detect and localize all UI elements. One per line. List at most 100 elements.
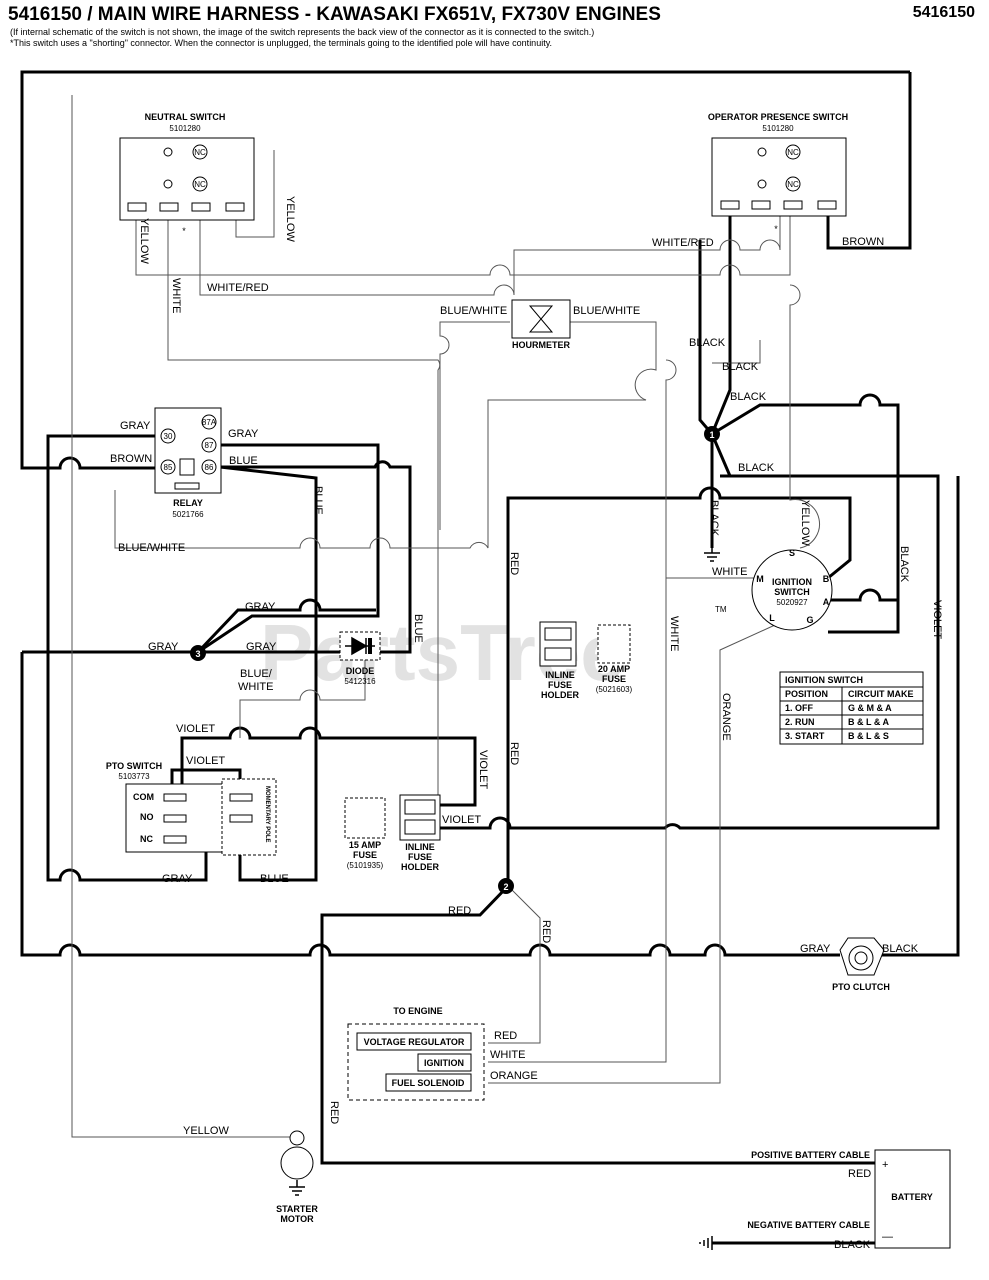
svg-text:WHITE: WHITE [238, 681, 273, 693]
svg-text:VIOLET: VIOLET [477, 750, 489, 789]
neutral-switch-label: NEUTRAL SWITCH [145, 112, 226, 122]
svg-text:COM: COM [133, 792, 154, 802]
operator-switch-label: OPERATOR PRESENCE SWITCH [708, 112, 848, 122]
relay-pin-87a: 87A [202, 418, 217, 427]
svg-text:VIOLET: VIOLET [931, 600, 943, 639]
svg-text:RED: RED [508, 742, 520, 765]
ignition-switch-body [751, 549, 833, 631]
relay-coil [179, 458, 195, 476]
svg-text:15 AMP: 15 AMP [349, 840, 381, 850]
negative-cable-label: NEGATIVE BATTERY CABLE [747, 1220, 870, 1230]
voltage-regulator: VOLTAGE REGULATOR [364, 1037, 465, 1047]
svg-text:GRAY: GRAY [148, 641, 179, 653]
fuse-holder-15a: 15 AMP FUSE (5101935) INLINE FUSE HOLDER [344, 794, 441, 872]
svg-text:BLACK: BLACK [708, 500, 720, 537]
svg-text:ORANGE: ORANGE [720, 693, 732, 741]
nc-label: NC [787, 148, 799, 157]
ignition-switch-label: IGNITION [772, 577, 812, 587]
trademark-mark: TM [715, 605, 727, 614]
to-engine: TO ENGINE VOLTAGE REGULATOR IGNITION FUE… [347, 1006, 485, 1101]
svg-text:GRAY: GRAY [228, 428, 259, 440]
table-cell: B & L & S [848, 731, 889, 741]
svg-text:BLACK: BLACK [834, 1239, 871, 1251]
svg-text:BLUE: BLUE [312, 486, 324, 515]
shorting-marker: * [182, 226, 186, 236]
svg-text:WHITE/RED: WHITE/RED [652, 237, 714, 249]
svg-text:BLUE: BLUE [412, 614, 424, 643]
svg-text:YELLOW: YELLOW [183, 1125, 229, 1137]
svg-text:2: 2 [503, 882, 508, 892]
relay-pin-30: 30 [164, 432, 173, 441]
pto-switch-part: 5103773 [118, 772, 150, 781]
fuel-solenoid: FUEL SOLENOID [392, 1078, 465, 1088]
diode-icon [345, 636, 375, 656]
svg-text:STARTER: STARTER [276, 1204, 318, 1214]
fuse-20a [597, 624, 631, 664]
svg-text:WHITE: WHITE [170, 278, 182, 313]
svg-text:WHITE: WHITE [668, 616, 680, 651]
svg-text:BLUE/WHITE: BLUE/WHITE [573, 305, 640, 317]
neutral-switch: NEUTRAL SWITCH 5101280 NC NC * [119, 112, 255, 236]
svg-text:INLINE: INLINE [545, 670, 575, 680]
svg-text:BLACK: BLACK [722, 361, 759, 373]
svg-text:20 AMP: 20 AMP [598, 664, 630, 674]
fuse-15a [344, 797, 386, 839]
svg-text:3: 3 [195, 649, 200, 659]
svg-text:FUSE: FUSE [353, 850, 377, 860]
pin-m: M [756, 574, 764, 584]
svg-text:MOTOR: MOTOR [280, 1214, 314, 1224]
svg-text:BLACK: BLACK [689, 337, 726, 349]
relay: 30 87A 87 85 86 RELAY 5021766 [154, 407, 222, 519]
svg-text:BROWN: BROWN [842, 236, 884, 248]
svg-text:RED: RED [328, 1101, 340, 1124]
svg-text:INLINE: INLINE [405, 842, 435, 852]
pto-switch: PTO SWITCH 5103773 COM NO NC MOMENTARY P… [106, 761, 277, 856]
thick-wires [20, 70, 960, 1245]
diode-part: 5412316 [344, 677, 376, 686]
svg-text:(5021603): (5021603) [596, 685, 633, 694]
ignition-switch-label-2: SWITCH [774, 587, 810, 597]
battery: BATTERY + — POSITIVE BATTERY CABLE NEGAT… [699, 1149, 951, 1250]
to-engine-title: TO ENGINE [393, 1006, 442, 1016]
ignition-module: IGNITION [424, 1058, 464, 1068]
svg-text:GRAY: GRAY [800, 943, 831, 955]
splice-2 [498, 878, 514, 894]
svg-text:—: — [882, 1231, 893, 1243]
svg-text:BLUE: BLUE [229, 455, 258, 467]
neutral-switch-contact [163, 179, 173, 189]
fuse-holder-20a: INLINE FUSE HOLDER 20 AMP FUSE (5021603) [539, 621, 633, 700]
svg-text:+: + [882, 1159, 888, 1171]
svg-text:BLACK: BLACK [730, 391, 767, 403]
svg-text:HOLDER: HOLDER [541, 690, 580, 700]
svg-text:YELLOW: YELLOW [138, 218, 150, 264]
svg-text:FUSE: FUSE [602, 674, 626, 684]
svg-text:FUSE: FUSE [548, 680, 572, 690]
pin-l: L [769, 613, 775, 623]
ground-icon [704, 548, 720, 562]
nc-label: NC [194, 180, 206, 189]
svg-text:BLUE/WHITE: BLUE/WHITE [440, 305, 507, 317]
svg-text:WHITE: WHITE [490, 1049, 525, 1061]
relay-part: 5021766 [172, 510, 204, 519]
svg-text:BLUE: BLUE [260, 873, 289, 885]
svg-text:BLUE/WHITE: BLUE/WHITE [118, 542, 185, 554]
diode: DIODE 5412316 [339, 631, 381, 686]
svg-text:WHITE/RED: WHITE/RED [207, 282, 269, 294]
svg-text:VIOLET: VIOLET [186, 755, 225, 767]
neutral-switch-nc-terminal [192, 176, 208, 192]
table-title: IGNITION SWITCH [785, 675, 863, 685]
svg-text:BLUE/: BLUE/ [240, 668, 273, 680]
neutral-switch-part: 5101280 [169, 124, 201, 133]
ground-icon [289, 1180, 305, 1196]
svg-text:VIOLET: VIOLET [442, 814, 481, 826]
diode-label: DIODE [346, 666, 375, 676]
svg-text:RED: RED [540, 920, 552, 943]
nc-label: NC [194, 148, 206, 157]
battery-body [874, 1149, 951, 1249]
svg-text:BLACK: BLACK [882, 943, 919, 955]
table-header: POSITION [785, 689, 828, 699]
svg-text:FUSE: FUSE [408, 852, 432, 862]
relay-pin-86: 86 [205, 463, 214, 472]
table-cell: B & L & A [848, 717, 890, 727]
